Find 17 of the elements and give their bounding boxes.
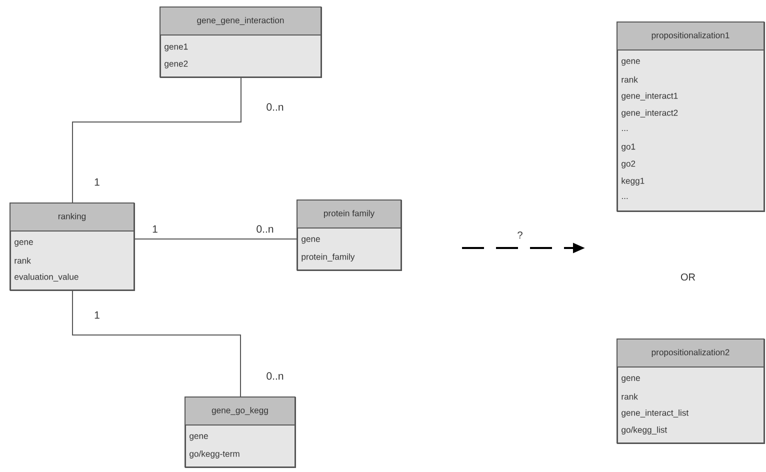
- question-mark: ?: [518, 232, 522, 238]
- multiplicity-label: 1: [152, 225, 158, 233]
- or-label: OR: [680, 273, 696, 281]
- connector-line: [72, 290, 241, 398]
- class-box: ranking gene rank evaluation_value: [10, 202, 135, 291]
- connector-line: [72, 78, 242, 204]
- multiplicity-label: 0..n: [266, 372, 284, 380]
- multiplicity-label: 0..n: [256, 225, 274, 233]
- multiplicity-label: 1: [94, 178, 100, 186]
- class-box: propositionalization1 gene rank gene_interact1 gene_interact2 ... go1 go2 kegg1 ...: [616, 22, 765, 212]
- class-box: propositionalization2 gene rank gene_interact_list go/kegg_list: [616, 338, 765, 444]
- class-box: gene_gene_interaction gene1 gene2: [160, 6, 322, 78]
- multiplicity-label: 1: [94, 311, 100, 319]
- class-box: gene_go_kegg gene go/kegg-term: [184, 396, 296, 468]
- multiplicity-label: 0..n: [266, 103, 284, 111]
- class-box: protein family gene protein_family: [296, 200, 402, 271]
- connector-line: [134, 238, 298, 240]
